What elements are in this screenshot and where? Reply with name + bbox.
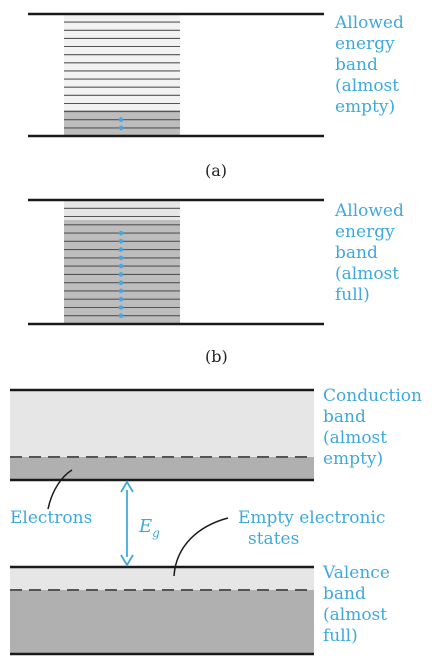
electron-dot	[118, 288, 124, 294]
conduction-band-electrons-region	[10, 457, 314, 480]
valence-band-label-line: (almost	[323, 605, 388, 625]
panel-a	[28, 12, 324, 138]
panel-a-label-line: empty)	[335, 97, 396, 117]
valence-band-label: Valence band (almost full)	[323, 563, 390, 647]
band-gap-arrow	[120, 480, 134, 567]
panel-b-label-line: full)	[335, 285, 370, 305]
electron-dot	[118, 239, 124, 244]
electrons-leader-line	[47, 469, 73, 510]
panel-a-label-line: energy	[335, 34, 395, 54]
conduction-band-label-line: Conduction	[323, 386, 422, 406]
conduction-band-label: Conduction band (almost empty)	[323, 386, 422, 470]
panel-b-label-line: (almost	[335, 264, 400, 284]
electron-dot	[118, 272, 124, 277]
panel-b-label-line: energy	[335, 222, 395, 242]
band-a-filled-region	[64, 110, 180, 136]
valence-band-label-line: band	[323, 584, 366, 604]
valence-band-empty-region	[10, 567, 314, 590]
electron-dot	[118, 313, 124, 319]
panel-c: Eg	[10, 388, 314, 656]
band-gap-symbol: Eg	[138, 516, 160, 540]
band-a-levels	[64, 21, 180, 129]
electrons-label: Electrons	[10, 508, 93, 528]
electron-dot	[118, 263, 124, 269]
panel-a-label-line: band	[335, 55, 378, 75]
panel-b-caption: (b)	[205, 347, 228, 366]
panel-a-label-line: (almost	[335, 76, 400, 96]
electron-dot	[118, 305, 124, 310]
panel-a-label-line: Allowed	[335, 13, 404, 33]
panel-b	[28, 198, 324, 326]
conduction-band-label-line: (almost	[323, 428, 388, 448]
empty-states-leader-line	[173, 517, 229, 577]
empty-states-label: Empty electronic states	[238, 508, 385, 550]
empty-states-label-line: states	[248, 529, 300, 549]
band-b-background	[64, 200, 180, 324]
conduction-band-label-line: band	[323, 407, 366, 427]
electron-dot	[118, 117, 124, 122]
valence-band-label-line: full)	[323, 626, 358, 646]
valence-band-label-line: Valence	[323, 563, 390, 583]
panel-b-label-line: Allowed	[335, 201, 404, 221]
electron-dot	[118, 280, 124, 286]
electron-dot	[118, 230, 124, 236]
empty-states-label-line: Empty electronic	[238, 508, 386, 528]
panel-a-caption: (a)	[205, 161, 228, 180]
band-a-electrons	[118, 117, 124, 131]
electron-dot	[118, 125, 124, 131]
electron-dot	[118, 247, 124, 252]
conduction-band-label-line: empty)	[323, 449, 384, 469]
electron-dot	[118, 255, 124, 261]
band-b-electrons	[118, 230, 124, 319]
panel-b-label: Allowed energy band (almost full)	[335, 201, 404, 306]
panel-a-label: Allowed energy band (almost empty)	[335, 13, 404, 118]
band-b-empty-region	[64, 200, 180, 220]
panel-b-label-line: band	[335, 243, 378, 263]
electron-dot	[118, 296, 124, 302]
